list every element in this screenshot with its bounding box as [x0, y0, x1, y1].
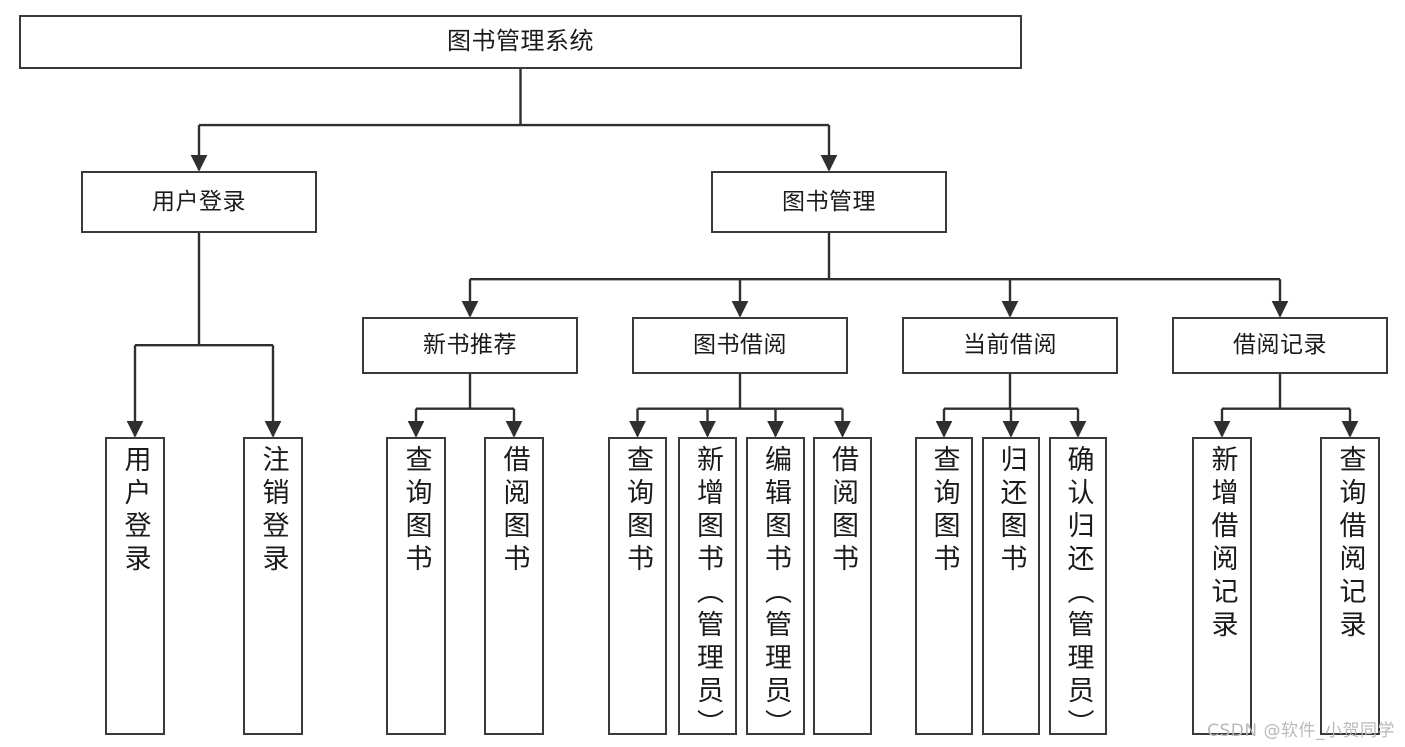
node-leaf-return-book-label: 归还图书	[995, 445, 1027, 577]
node-leaf-user-login-label: 用户登录	[119, 445, 151, 577]
node-leaf-query-book-2-label: 查询图书	[622, 445, 653, 577]
node-leaf-query-book-1-label: 查询图书	[400, 445, 432, 577]
node-borrow-record-label: 借阅记录	[1233, 332, 1327, 359]
node-leaf-borrow-book-2-label: 借阅图书	[827, 445, 858, 577]
node-leaf-add-book-label: 新增图书（管理员）	[692, 445, 723, 742]
node-leaf-return-book[interactable]: 归还图书	[982, 437, 1040, 735]
node-current-borrow[interactable]: 当前借阅	[902, 317, 1118, 374]
node-leaf-confirm-return-label: 确认归还（管理员）	[1062, 445, 1094, 742]
node-leaf-query-borrow-record-label: 查询借阅记录	[1334, 445, 1366, 643]
node-leaf-borrow-book-1-label: 借阅图书	[498, 445, 530, 577]
node-root[interactable]: 图书管理系统	[19, 15, 1022, 69]
node-book-manage[interactable]: 图书管理	[711, 171, 947, 233]
node-book-borrow[interactable]: 图书借阅	[632, 317, 848, 374]
node-leaf-query-book-3[interactable]: 查询图书	[915, 437, 973, 735]
node-leaf-add-borrow-record-label: 新增借阅记录	[1206, 445, 1238, 643]
node-leaf-add-book[interactable]: 新增图书（管理员）	[678, 437, 737, 742]
node-leaf-add-borrow-record[interactable]: 新增借阅记录	[1192, 437, 1252, 735]
node-leaf-logout-login[interactable]: 注销登录	[243, 437, 303, 735]
node-current-borrow-label: 当前借阅	[963, 332, 1057, 359]
node-leaf-borrow-book-1[interactable]: 借阅图书	[484, 437, 544, 735]
node-leaf-user-login[interactable]: 用户登录	[105, 437, 165, 735]
node-new-book-recommend[interactable]: 新书推荐	[362, 317, 578, 374]
node-root-label: 图书管理系统	[447, 27, 594, 56]
node-book-manage-label: 图书管理	[782, 188, 876, 215]
node-leaf-query-book-3-label: 查询图书	[928, 445, 960, 577]
node-leaf-query-book-1[interactable]: 查询图书	[386, 437, 446, 735]
node-leaf-edit-book[interactable]: 编辑图书（管理员）	[746, 437, 805, 742]
node-leaf-logout-login-label: 注销登录	[257, 445, 289, 577]
node-leaf-confirm-return[interactable]: 确认归还（管理员）	[1049, 437, 1107, 742]
node-leaf-edit-book-label: 编辑图书（管理员）	[760, 445, 791, 742]
node-new-book-recommend-label: 新书推荐	[423, 332, 517, 359]
node-leaf-borrow-book-2[interactable]: 借阅图书	[813, 437, 872, 735]
node-leaf-query-book-2[interactable]: 查询图书	[608, 437, 667, 735]
node-borrow-record[interactable]: 借阅记录	[1172, 317, 1388, 374]
node-user-login-label: 用户登录	[152, 188, 246, 215]
node-user-login[interactable]: 用户登录	[81, 171, 317, 233]
node-leaf-query-borrow-record[interactable]: 查询借阅记录	[1320, 437, 1380, 735]
node-book-borrow-label: 图书借阅	[693, 332, 787, 359]
csdn-watermark: CSDN @软件_小贺同学	[1207, 721, 1395, 741]
